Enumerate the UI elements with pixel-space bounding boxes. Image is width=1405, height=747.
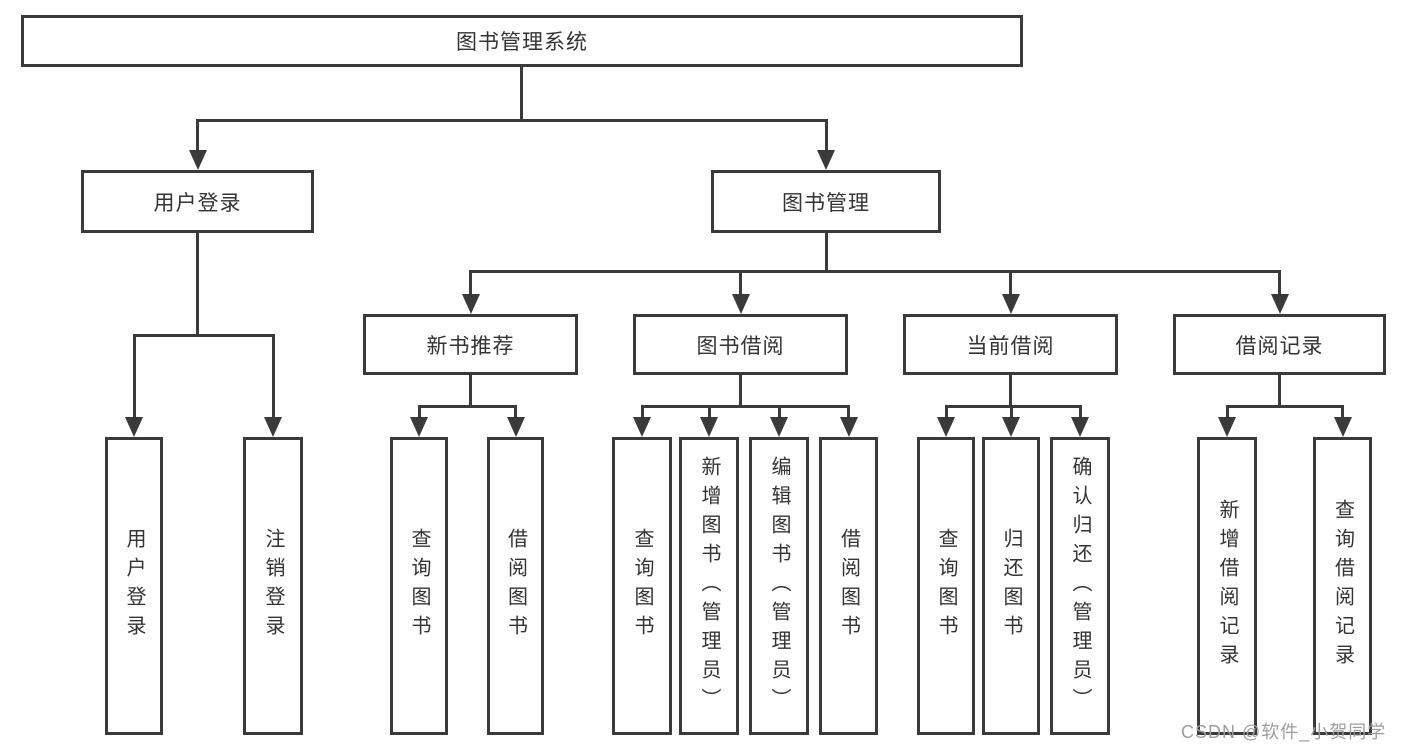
node-current-borrowing: 当前借阅 [903, 314, 1118, 375]
node-label: 当前借阅 [966, 334, 1055, 358]
connector-line [640, 404, 850, 408]
connector-line [520, 67, 523, 120]
leaf-records-add-record: 新增借阅记录 [1197, 437, 1257, 735]
connector-line [824, 233, 828, 271]
connector-line [1225, 406, 1229, 419]
leaf-borrow-query-books: 查询图书 [612, 437, 672, 735]
connector-arrowhead [731, 294, 750, 314]
connector-line [1278, 375, 1281, 406]
connector-line [132, 333, 275, 337]
leaf-borrow-edit-books-admin: 编辑图书（管理员） [749, 437, 809, 735]
connector-line [132, 335, 136, 419]
node-label: 图书管理系统 [456, 31, 588, 54]
connector-arrowhead [1001, 294, 1020, 314]
leaf-borrow-add-books-admin: 新增图书（管理员） [679, 437, 739, 735]
connector-line [1009, 271, 1012, 296]
connector-arrowhead [188, 150, 207, 170]
connector-arrowhead [410, 417, 428, 437]
connector-arrowhead [1071, 417, 1089, 437]
connector-line [417, 406, 421, 419]
leaf-label: 查询借阅记录 [1331, 499, 1354, 673]
node-book-borrowing: 图书借阅 [633, 314, 848, 375]
leaf-label: 查询图书 [408, 528, 430, 644]
connector-arrowhead [125, 417, 143, 437]
connector-line [1009, 375, 1012, 406]
leaf-label: 用户登录 [123, 528, 145, 644]
connector-line [1009, 406, 1013, 419]
connector-arrowhead [770, 417, 788, 437]
node-user-login: 用户登录 [81, 170, 314, 233]
connector-arrowhead [264, 417, 282, 437]
connector-line [1341, 406, 1344, 419]
node-label: 借阅记录 [1235, 334, 1324, 358]
connector-arrowhead [937, 417, 955, 437]
connector-line [739, 375, 742, 406]
connector-line [514, 406, 517, 419]
leaf-user-login: 用户登录 [105, 437, 163, 735]
connector-arrowhead [1333, 417, 1352, 437]
leaf-label: 查询图书 [935, 528, 957, 644]
leaf-label: 编辑图书（管理员） [768, 455, 790, 717]
connector-arrowhead [506, 417, 525, 437]
connector-arrowhead [817, 150, 835, 170]
leaf-borrow-borrow-books: 借阅图书 [819, 437, 878, 735]
connector-line [469, 375, 472, 406]
node-new-book-recommendation: 新书推荐 [363, 314, 578, 375]
leaf-logout: 注销登录 [243, 437, 303, 735]
leaf-label: 新增借阅记录 [1216, 499, 1238, 673]
node-label: 新书推荐 [426, 334, 515, 358]
leaf-current-confirm-return-admin: 确认归还（管理员） [1050, 437, 1110, 735]
connector-line [707, 406, 711, 419]
leaf-current-return-books: 归还图书 [982, 437, 1040, 735]
leaf-label: 确认归还（管理员） [1069, 455, 1091, 717]
connector-line [777, 406, 781, 419]
connector-arrowhead [1218, 417, 1236, 437]
leaf-newrec-borrow-books: 借阅图书 [487, 437, 544, 735]
leaf-current-query-books: 查询图书 [917, 437, 975, 735]
node-label: 图书管理 [782, 191, 870, 215]
connector-line [1078, 406, 1082, 419]
leaf-records-query-record: 查询借阅记录 [1313, 437, 1372, 735]
node-borrowing-records: 借阅记录 [1173, 314, 1386, 375]
connector-arrowhead [1002, 417, 1020, 437]
connector-line [469, 269, 1281, 273]
connector-line [1278, 271, 1281, 296]
connector-arrowhead [700, 417, 718, 437]
leaf-label: 新增图书（管理员） [698, 455, 720, 717]
leaf-label: 借阅图书 [837, 528, 860, 644]
connector-line [469, 271, 472, 296]
node-library-management-system: 图书管理系统 [21, 15, 1023, 67]
connector-arrowhead [633, 417, 651, 437]
connector-line [944, 404, 1082, 408]
connector-line [847, 406, 850, 419]
connector-line [196, 120, 199, 152]
connector-line [417, 404, 517, 408]
watermark: CSDN @软件_小贺同学 [1181, 722, 1387, 742]
connector-line [271, 335, 275, 419]
leaf-label: 注销登录 [262, 528, 284, 644]
connector-line [196, 233, 199, 335]
connector-line [196, 118, 828, 122]
connector-line [739, 271, 742, 296]
connector-arrowhead [839, 417, 858, 437]
leaf-label: 借阅图书 [504, 528, 527, 644]
node-label: 图书借阅 [696, 334, 785, 358]
leaf-label: 查询图书 [631, 528, 653, 644]
node-label: 用户登录 [153, 191, 242, 215]
connector-arrowhead [461, 294, 480, 314]
leaf-newrec-query-books: 查询图书 [390, 437, 448, 735]
node-book-management: 图书管理 [711, 170, 941, 233]
connector-line [640, 406, 644, 419]
connector-line [824, 120, 828, 152]
connector-line [1225, 404, 1344, 408]
connector-line [944, 406, 948, 419]
leaf-label: 归还图书 [1000, 528, 1022, 644]
connector-arrowhead [1270, 294, 1289, 314]
